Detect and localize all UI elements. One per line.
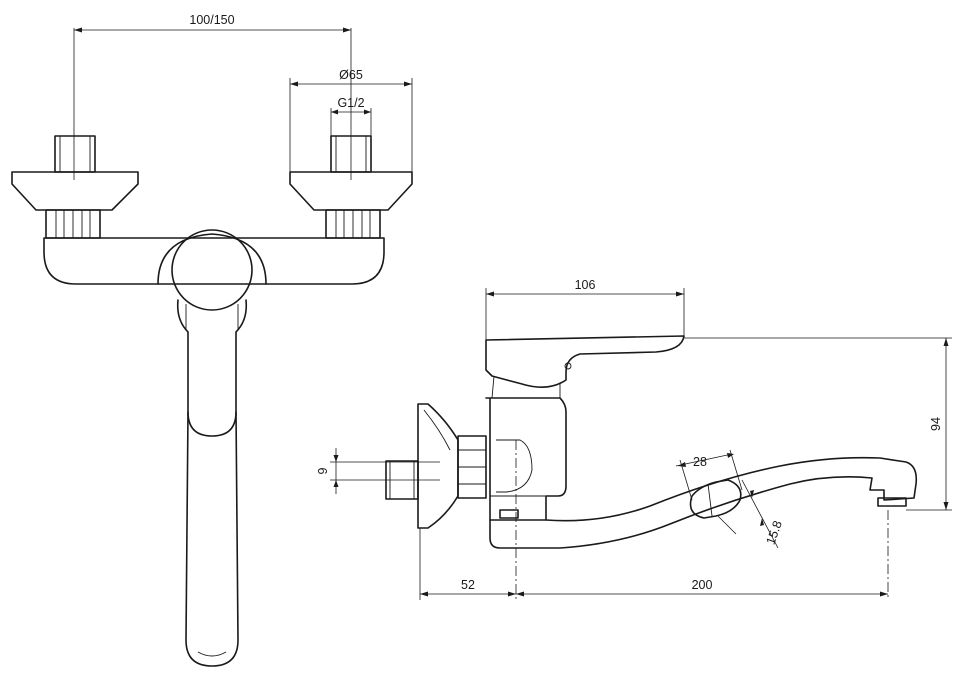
dim-slot-width-label: 15.8 [764, 519, 785, 547]
dim-centers-label: 100/150 [189, 13, 234, 27]
dim-pipe-label: 9 [316, 467, 330, 474]
dim-thread: G1/2 [330, 96, 372, 136]
side-spout [489, 456, 918, 549]
side-body [485, 397, 567, 521]
dim-thread-label: G1/2 [337, 96, 364, 110]
dim-wall-offset-label: 52 [461, 578, 475, 592]
dim-slot-length: 28 [675, 449, 743, 501]
dim-rosette-label: Ø65 [339, 68, 363, 82]
spout-front [185, 411, 239, 667]
mixer-body [43, 237, 385, 285]
left-connector [11, 135, 139, 239]
dim-pipe: 9 [316, 448, 440, 494]
dim-centers: 100/150 [74, 13, 351, 33]
dim-bottom: 52 200 [419, 440, 889, 600]
spout-slot [689, 479, 742, 519]
cartridge-housing [157, 233, 267, 285]
dim-height-label: 94 [929, 417, 943, 431]
side-handle [485, 335, 685, 388]
side-view [385, 335, 918, 549]
front-view [11, 28, 413, 667]
dim-slot-width: 15.8 [717, 479, 785, 549]
dim-height: 94 [684, 337, 952, 511]
dim-spout-reach-label: 200 [692, 578, 713, 592]
dim-rosette: Ø65 [289, 68, 413, 172]
lever-handle [176, 299, 248, 437]
dim-handle-label: 106 [575, 278, 596, 292]
dim-slot-length-label: 28 [693, 455, 707, 469]
dim-handle: 106 [485, 278, 685, 340]
wall-rosette [417, 403, 459, 529]
